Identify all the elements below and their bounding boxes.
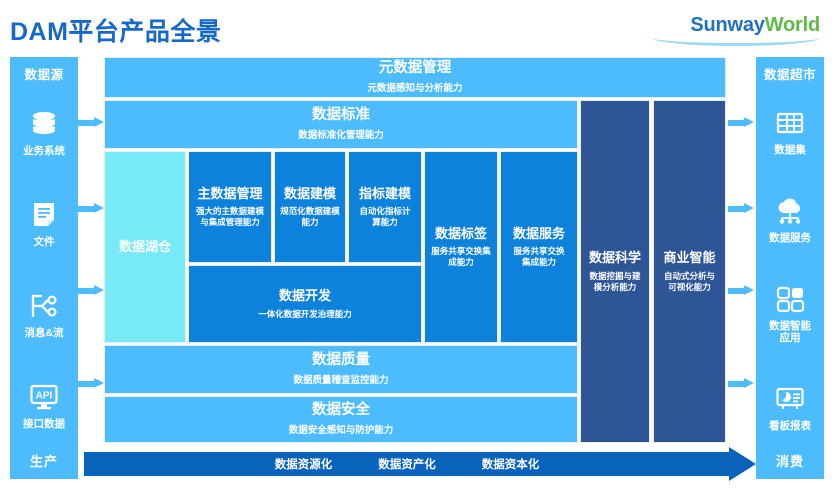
- data-source-panel-title: 数据源: [24, 68, 64, 82]
- table-grid-icon: [773, 106, 807, 140]
- value-chain-arrow-body: [84, 452, 730, 476]
- capability-title: 数据服务: [512, 225, 565, 241]
- logo-swoosh-decoration: [652, 36, 820, 46]
- sidebar-item-label: 数据智能 应用: [769, 319, 811, 344]
- data-source-panel-footer: 生产: [29, 454, 58, 469]
- value-chain-stage-list: 数据资源化 数据资产化 数据资本化: [84, 452, 730, 476]
- capability-title: 主数据管理: [197, 185, 263, 201]
- capability-subtitle: 自动式分析与 可视化能力: [663, 270, 715, 292]
- brand-logo: SunwayWorld: [690, 14, 820, 37]
- logo-primary-text: Sunway: [690, 14, 765, 36]
- connector-arrow-right-1: [728, 117, 754, 128]
- capability-subtitle: 数据质量稽查监控能力: [293, 375, 389, 387]
- capability-subtitle: 数据标准化管理能力: [298, 130, 384, 142]
- capability-data-security[interactable]: 数据安全 数据安全感知与防护能力: [104, 396, 578, 443]
- value-chain-stage: 数据资源化: [274, 459, 333, 471]
- capability-data-standard[interactable]: 数据标准 数据标准化管理能力: [104, 100, 578, 149]
- capability-data-lakehouse[interactable]: 数据湖仓: [104, 151, 186, 343]
- data-source-item-list: 业务系统 文件: [10, 83, 78, 451]
- capability-title: 数据建模: [283, 185, 336, 201]
- connector-arrow-right-4: [728, 378, 754, 389]
- capability-subtitle: 强大的主数据建模 与集成管理能力: [195, 206, 264, 228]
- connector-arrow-left-4: [78, 378, 104, 389]
- capability-subtitle: 规范化数据建模 能力: [280, 206, 340, 228]
- capability-title: 商业智能: [663, 250, 716, 266]
- sidebar-item-file[interactable]: 文件: [10, 198, 78, 248]
- capability-data-modeling[interactable]: 数据建模 规范化数据建模 能力: [274, 151, 346, 263]
- connector-arrow-left-3: [78, 285, 104, 296]
- capability-title: 数据科学: [588, 250, 641, 266]
- sidebar-item-label: 文件: [33, 236, 55, 249]
- sidebar-item-dashboard-report[interactable]: 看板报表: [756, 382, 824, 432]
- connector-arrow-right-2: [728, 203, 754, 214]
- capability-subtitle: 服务共享交换 集成能力: [513, 246, 565, 268]
- sidebar-item-business-system[interactable]: 业务系统: [10, 107, 78, 157]
- api-icon: API: [27, 380, 61, 414]
- message-stream-icon: [27, 289, 61, 323]
- capability-data-quality[interactable]: 数据质量 数据质量稽查监控能力: [104, 345, 578, 394]
- capability-master-data-management[interactable]: 主数据管理 强大的主数据建模 与集成管理能力: [188, 151, 272, 263]
- capability-subtitle: 数据安全感知与防护能力: [288, 425, 394, 437]
- value-chain-arrow: 数据资源化 数据资产化 数据资本化: [84, 447, 756, 481]
- document-icon: [27, 198, 61, 232]
- sidebar-item-label: 接口数据: [23, 418, 65, 431]
- value-chain-stage: 数据资本化: [481, 459, 540, 471]
- data-source-panel: 数据源 业务系统: [10, 57, 78, 479]
- value-chain-stage: 数据资产化: [378, 459, 436, 471]
- capability-title: 数据开发: [278, 288, 331, 304]
- logo-secondary-text: World: [764, 14, 820, 36]
- connector-arrow-left-2: [78, 203, 104, 214]
- capability-business-intelligence[interactable]: 商业智能 自动式分析与 可视化能力: [653, 100, 726, 443]
- capability-metadata-management[interactable]: 元数据管理 元数据感知与分析能力: [104, 57, 726, 98]
- svg-text:API: API: [36, 391, 53, 402]
- sidebar-item-api-data[interactable]: API 接口数据: [10, 380, 78, 430]
- sidebar-item-message-stream[interactable]: 消息&流: [10, 289, 78, 339]
- sidebar-item-label: 消息&流: [24, 327, 64, 340]
- capability-subtitle: 自动化指标计 算能力: [359, 206, 411, 228]
- capability-data-label[interactable]: 数据标签 服务共享交换集 成能力: [424, 151, 498, 343]
- data-market-panel: 数据超市 数据集: [756, 57, 824, 479]
- capability-subtitle: 一体化数据开发治理能力: [258, 308, 352, 319]
- platform-capability-grid: 元数据管理 元数据感知与分析能力 数据标准 数据标准化管理能力 数据湖仓 主数据…: [104, 57, 726, 449]
- sidebar-item-label: 业务系统: [23, 145, 65, 158]
- connector-arrow-left-1: [78, 117, 104, 128]
- sidebar-item-label: 数据集: [774, 143, 806, 156]
- sidebar-item-label: 数据服务: [769, 231, 811, 244]
- apps-grid-icon: [773, 282, 807, 316]
- capability-title: 元数据管理: [378, 59, 452, 76]
- capability-title: 数据标准: [312, 106, 370, 123]
- connector-arrow-right-3: [728, 285, 754, 296]
- capability-title: 数据湖仓: [118, 239, 171, 255]
- page-title: DAM平台产品全景: [10, 18, 222, 46]
- data-market-panel-title: 数据超市: [763, 68, 816, 82]
- sidebar-item-label: 看板报表: [769, 419, 811, 432]
- capability-title: 指标建模: [358, 185, 411, 201]
- capability-data-science[interactable]: 数据科学 数据挖掘与建 模分析能力: [580, 100, 650, 443]
- capability-title: 数据安全: [312, 401, 370, 418]
- database-icon: [27, 107, 61, 141]
- value-chain-arrow-head: [729, 447, 756, 481]
- capability-title: 数据标签: [434, 225, 487, 241]
- capability-title: 数据质量: [312, 351, 370, 368]
- dashboard-report-icon: [773, 382, 807, 416]
- capability-data-service[interactable]: 数据服务 服务共享交换 集成能力: [500, 151, 578, 343]
- sidebar-item-data-service[interactable]: 数据服务: [756, 194, 824, 244]
- cloud-service-icon: [773, 194, 807, 228]
- data-market-panel-footer: 消费: [775, 454, 804, 469]
- capability-data-development[interactable]: 数据开发 一体化数据开发治理能力: [188, 265, 422, 343]
- capability-subtitle: 数据挖掘与建 模分析能力: [589, 270, 641, 292]
- capability-subtitle: 元数据感知与分析能力: [367, 83, 463, 95]
- sidebar-item-dataset[interactable]: 数据集: [756, 106, 824, 156]
- sidebar-item-intelligent-app[interactable]: 数据智能 应用: [756, 282, 824, 344]
- data-market-item-list: 数据集 数据服务: [756, 83, 824, 451]
- capability-subtitle: 服务共享交换集 成能力: [431, 246, 491, 268]
- capability-metric-modeling[interactable]: 指标建模 自动化指标计 算能力: [348, 151, 422, 263]
